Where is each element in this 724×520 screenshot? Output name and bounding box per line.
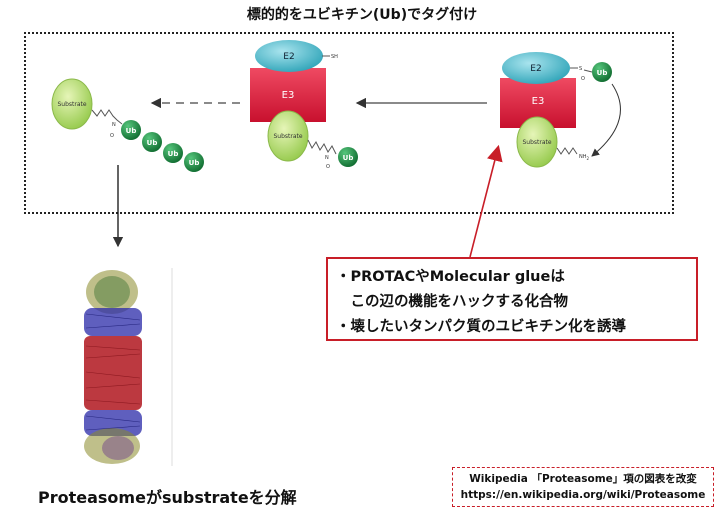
nh2-label-right: NH2: [579, 154, 590, 161]
protac-callout-box: ・PROTACやMolecular glueは この辺の機能をハックする化合物 …: [326, 257, 698, 341]
o-label-middle: O: [326, 164, 330, 170]
callout-line-2: この辺の機能をハックする化合物: [336, 294, 568, 310]
proteasome-caption: Proteasomeがsubstrateを分解: [38, 488, 297, 507]
lysine-linker-middle: [307, 139, 337, 155]
source-line-2: https://en.wikipedia.org/wiki/Proteasome: [460, 489, 706, 501]
nh2-sub: 2: [587, 156, 590, 161]
ub-right-label: Ub: [597, 69, 608, 77]
substrate-left: [51, 78, 93, 130]
e2-middle: [255, 40, 323, 72]
nh2-main: NH: [579, 154, 587, 160]
ub-4: [184, 152, 204, 172]
ub-2: [142, 132, 162, 152]
substrate-right-label: Substrate: [522, 139, 551, 146]
e2-e3-complex-middle: E3 E2 SH Substrate N O Ub: [250, 40, 358, 170]
ub-middle: [338, 147, 358, 167]
source-line-1: Wikipedia 「Proteasome」項の図表を改変: [469, 473, 697, 485]
lysine-linker-right: [556, 147, 578, 155]
o-label-right: O: [581, 76, 585, 82]
e2-right-label: E2: [530, 64, 541, 74]
e2-middle-label: E2: [283, 52, 294, 62]
lysine-linker-left: [91, 109, 123, 125]
ub-4-label: Ub: [189, 159, 200, 167]
substrate-middle-label: Substrate: [273, 133, 302, 140]
callout-line-1: ・PROTACやMolecular glueは: [336, 269, 565, 285]
s-label-right: S: [579, 66, 582, 72]
thioester-bond-right: [583, 69, 593, 73]
page-title: 標的的をユビキチン(Ub)でタグ付け: [246, 7, 478, 23]
polyubiquitinated-substrate: Substrate N O Ub Ub Ub Ub: [51, 78, 204, 172]
ubiquitination-diagram-frame: [24, 32, 674, 214]
transfer-curve-arrow: [591, 83, 621, 157]
e2-right: [502, 52, 570, 84]
e2-e3-complex-right: E3 E2 S O Ub Substrate NH2: [500, 52, 621, 168]
substrate-middle: [267, 110, 309, 162]
callout-line-3: ・壊したいタンパク質のユビキチン化を誘導: [336, 319, 626, 335]
substrate-right: [516, 116, 558, 168]
sh-label-middle: SH: [331, 54, 338, 60]
source-citation-box: Wikipedia 「Proteasome」項の図表を改変 https://en…: [452, 467, 714, 507]
ub-3-label: Ub: [168, 150, 179, 158]
n-label-left: N: [112, 122, 116, 128]
o-label-left: O: [110, 133, 114, 139]
ub-2-label: Ub: [147, 139, 158, 147]
substrate-left-label: Substrate: [57, 101, 86, 108]
e3-right-label: E3: [532, 96, 545, 107]
ub-middle-label: Ub: [343, 154, 354, 162]
callout-pointer-arrow: [469, 144, 503, 258]
ub-1: [121, 120, 141, 140]
proteasome-structure: [84, 270, 142, 464]
e3-middle-label: E3: [282, 90, 295, 101]
ub-3: [163, 143, 183, 163]
ub-1-label: Ub: [126, 127, 137, 135]
ub-right: [592, 62, 612, 82]
n-label-middle: N: [325, 155, 329, 161]
